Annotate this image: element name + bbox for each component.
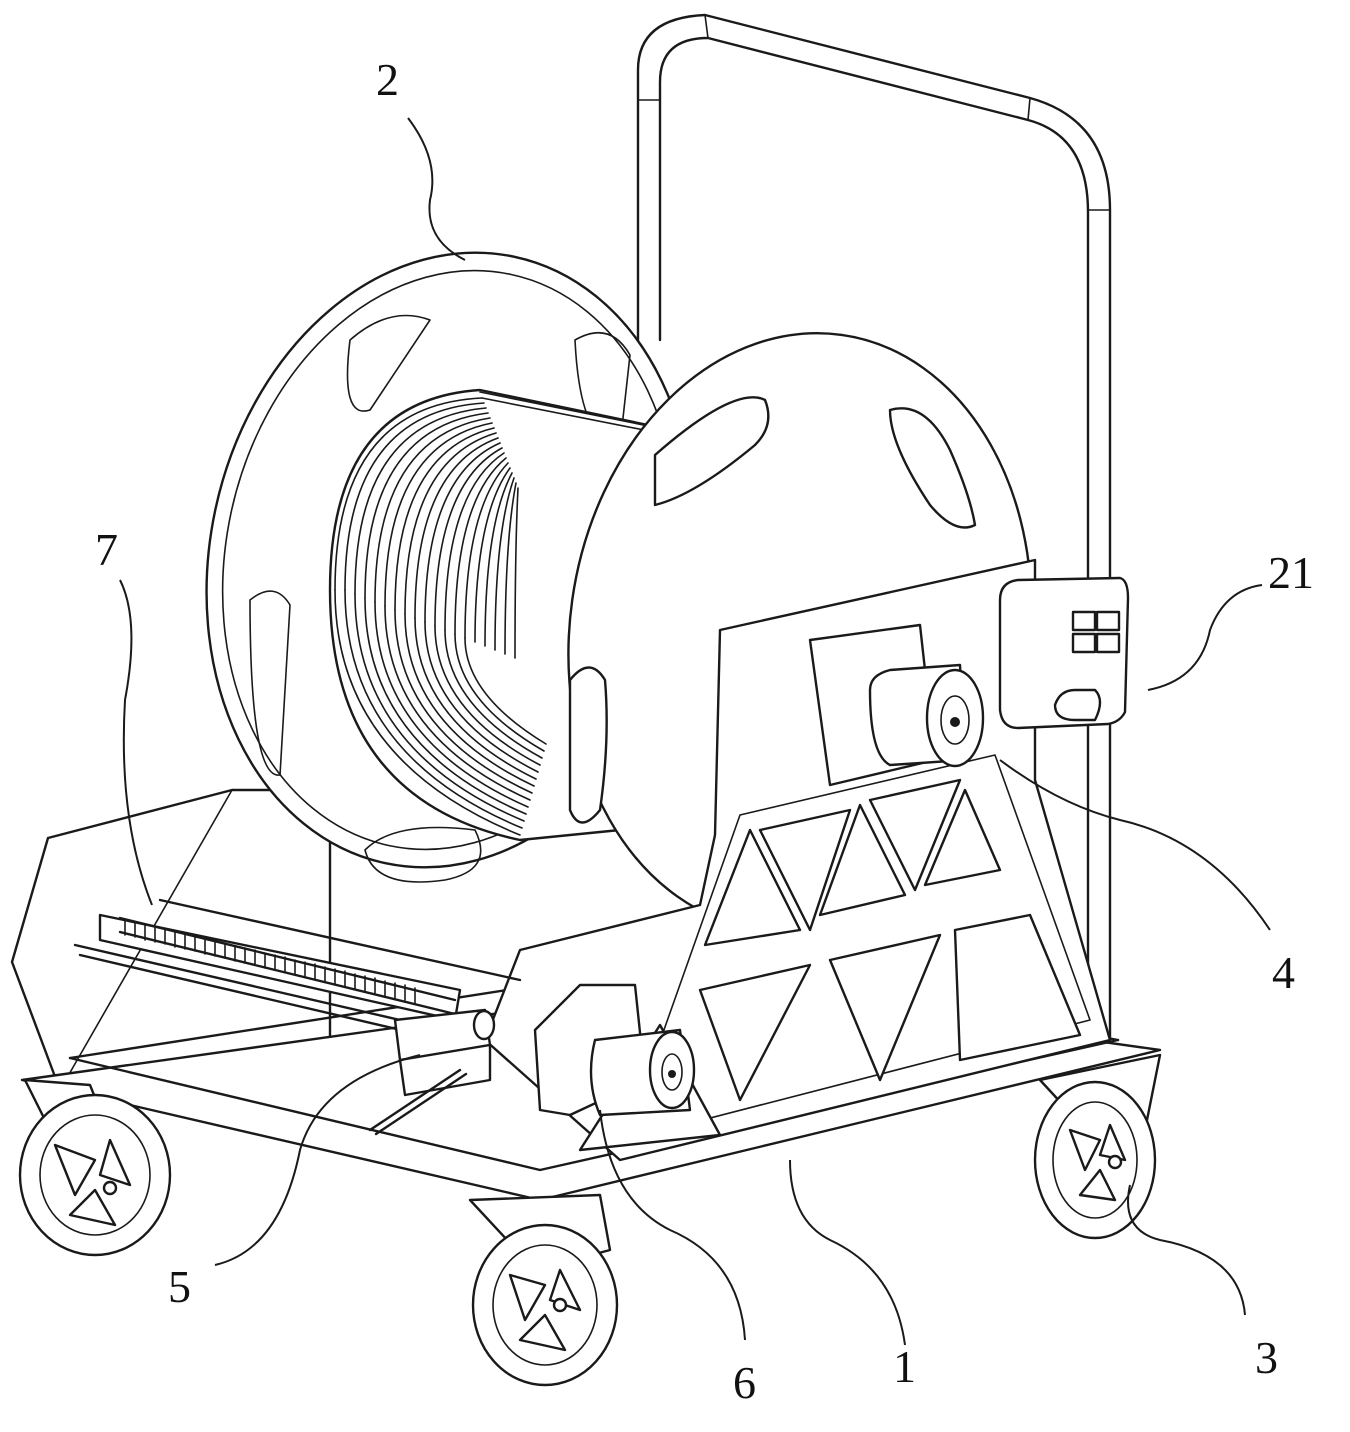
- traverse-motor: [533, 983, 696, 1117]
- push-handle: [636, 13, 1112, 1042]
- label-1: 1: [893, 1341, 916, 1392]
- label-5: 5: [168, 1261, 191, 1312]
- screw-thread: [124, 919, 416, 1004]
- lead-screw-assembly: [73, 898, 522, 1136]
- leader-1: [789, 1159, 906, 1346]
- leader-2: [407, 117, 466, 261]
- leader-21: [1147, 584, 1263, 691]
- leader-5: [214, 1054, 421, 1266]
- callout-labels: 2 7 21 4 5 6 1 3: [95, 54, 1314, 1408]
- leader-6: [599, 1109, 746, 1341]
- label-3: 3: [1255, 1332, 1278, 1383]
- label-21: 21: [1268, 547, 1314, 598]
- leader-7: [119, 579, 153, 906]
- leader-3: [1127, 1184, 1246, 1316]
- label-4: 4: [1272, 947, 1295, 998]
- label-7: 7: [95, 524, 118, 575]
- cable-reel: [205, 251, 1033, 932]
- leader-lines: [119, 117, 1271, 1346]
- label-2: 2: [376, 54, 399, 105]
- caster-front-right: [468, 1193, 619, 1387]
- caster-rear-right: [1033, 1053, 1162, 1240]
- slider-block: [368, 1008, 496, 1136]
- control-box: [998, 576, 1130, 730]
- leader-4: [999, 759, 1271, 931]
- caster-front-left: [18, 1078, 172, 1257]
- label-6: 6: [733, 1357, 756, 1408]
- winding-motor: [808, 623, 985, 787]
